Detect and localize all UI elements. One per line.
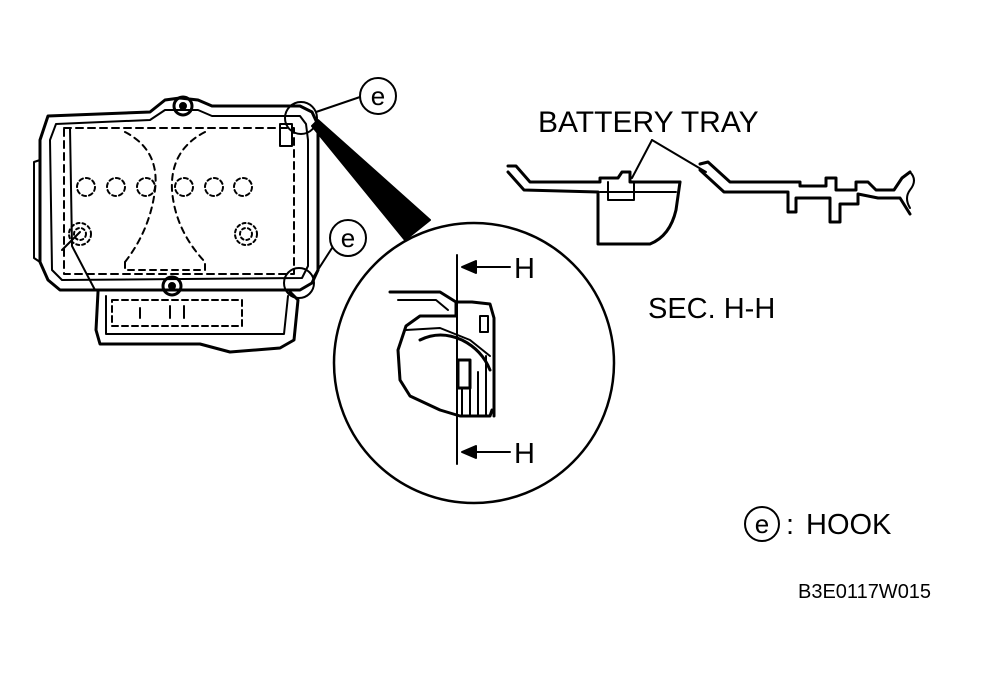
battery-outline-dashed xyxy=(63,127,295,275)
hold-down-bolt-bottom xyxy=(161,275,183,297)
hook-detail-magnified: H H xyxy=(332,221,616,505)
hook-latch-stem xyxy=(461,355,487,417)
section-profile-right-end xyxy=(906,171,915,209)
battery-tray-top-view xyxy=(33,95,320,354)
callout-hook-top-leader xyxy=(315,96,361,113)
magnifier-wedge xyxy=(311,119,431,241)
callout-hook-bottom-letter: e xyxy=(341,223,355,253)
tray-lower-box-inner xyxy=(105,295,289,335)
legend-hook-text: HOOK xyxy=(806,509,892,541)
hook-location-bottom xyxy=(283,267,315,299)
callout-hook-bottom-leader xyxy=(313,247,333,277)
battery-cell-curve-right xyxy=(170,131,206,263)
section-profile-left-lower xyxy=(506,170,682,246)
section-arrow-bottom: H xyxy=(461,438,535,470)
hold-down-strap xyxy=(69,127,96,291)
tray-lower-box xyxy=(94,290,300,354)
battery-cell-curve-left xyxy=(124,131,157,263)
legend-hook-letter: e xyxy=(755,509,769,539)
legend-hook-separator: : xyxy=(786,509,794,541)
legend-hook-circle xyxy=(744,506,780,542)
callout-hook-top-circle xyxy=(359,77,397,115)
tray-left-wall xyxy=(33,159,41,263)
section-arrow-top-label: H xyxy=(514,253,535,285)
detail-circle xyxy=(332,221,616,505)
tray-lower-tick-1 xyxy=(139,305,185,319)
battery-tray-leader-1 xyxy=(631,139,653,179)
section-profile-right-lower xyxy=(698,168,912,224)
section-profile-left xyxy=(506,164,682,184)
hook-tab xyxy=(454,300,496,418)
section-h-h-view xyxy=(506,160,915,246)
hook-body-inner xyxy=(397,299,491,357)
callout-hook-bottom: e xyxy=(313,219,367,277)
callout-hook-bottom-circle xyxy=(329,219,367,257)
hook-curve xyxy=(418,333,492,372)
hook-location-top xyxy=(284,101,318,135)
tray-lower-dashed xyxy=(111,299,243,327)
section-title: SEC. H-H xyxy=(648,293,775,325)
battery-cell-caps xyxy=(76,177,253,197)
section-arrow-top: H xyxy=(461,253,535,285)
hook-latch xyxy=(456,358,472,390)
hold-down-bolt-top xyxy=(172,95,194,117)
battery-terminal-left xyxy=(68,222,92,246)
legend-hook: e : HOOK xyxy=(744,506,892,542)
battery-hold-line xyxy=(124,261,206,271)
battery-terminal-right xyxy=(234,222,258,246)
section-arrow-bottom-label: H xyxy=(514,438,535,470)
section-profile-inner xyxy=(599,181,677,201)
figure-code: B3E0117W015 xyxy=(798,581,931,603)
section-profile-right xyxy=(698,160,912,192)
hold-down-strap-2 xyxy=(61,231,81,251)
hook-body-outer xyxy=(388,290,494,418)
callout-hook-top-letter: e xyxy=(371,81,385,111)
callout-hook-top: e xyxy=(315,77,397,115)
hook-tab-slot xyxy=(479,315,489,333)
tray-outer-outline xyxy=(38,96,320,292)
battery-tray-leader-2 xyxy=(651,139,707,173)
battery-tray-label: BATTERY TRAY xyxy=(538,106,759,139)
